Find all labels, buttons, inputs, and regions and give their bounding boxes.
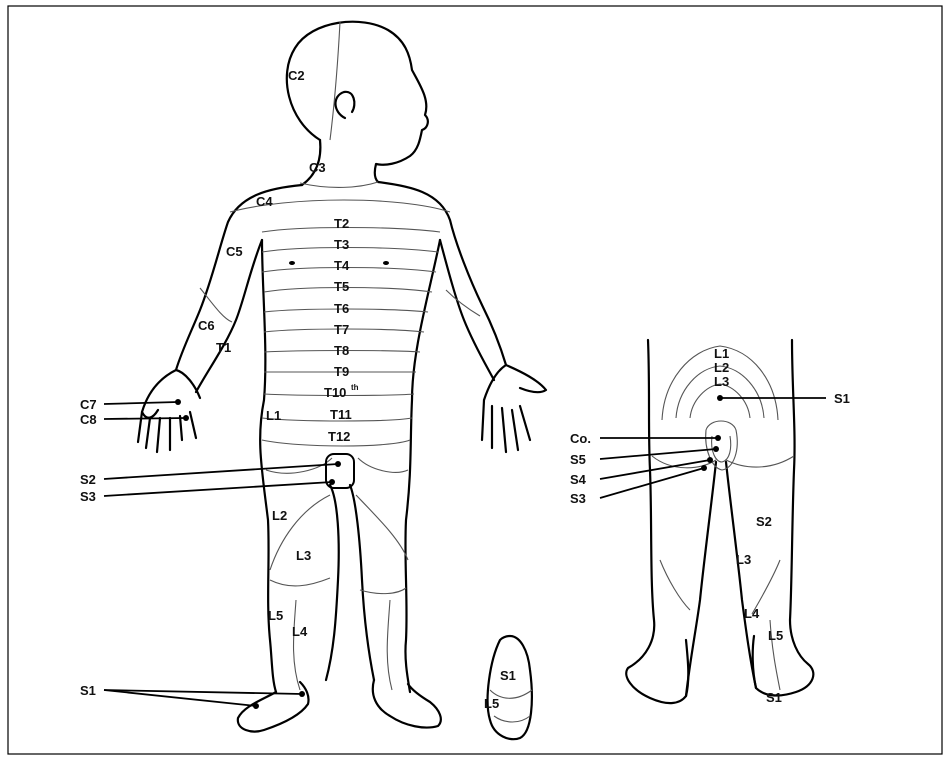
left-nipple — [289, 261, 295, 265]
callout-s3: S3 — [80, 489, 96, 504]
marker-co — [715, 435, 721, 441]
back-label-l3: L3 — [714, 374, 729, 389]
leader-s3 — [104, 482, 332, 496]
sole-label-l5: L5 — [484, 696, 499, 711]
back-callout-co: Co. — [570, 431, 591, 446]
label-t2: T2 — [334, 216, 349, 231]
marker-s5 — [713, 446, 719, 452]
callout-c8: C8 — [80, 412, 97, 427]
label-t12: T12 — [328, 429, 350, 444]
label-t3: T3 — [334, 237, 349, 252]
label-t10: T10 — [324, 385, 346, 400]
sole-label-s1: S1 — [500, 668, 516, 683]
sole-outline — [488, 636, 532, 739]
marker-back-s1 — [717, 395, 723, 401]
back-callout-s3: S3 — [570, 491, 586, 506]
callout-c7: C7 — [80, 397, 97, 412]
label-c2: C2 — [288, 68, 305, 83]
label-t10-superscript: th — [351, 383, 359, 392]
label-l4: L4 — [292, 624, 308, 639]
label-t6: T6 — [334, 301, 349, 316]
leader-s5 — [600, 449, 716, 459]
label-l1: L1 — [266, 408, 281, 423]
back-label-l5: L5 — [768, 628, 783, 643]
marker-c7 — [175, 399, 181, 405]
leader-c7 — [104, 402, 178, 404]
leader-s3-back — [600, 468, 704, 498]
back-callout-s4: S4 — [570, 472, 587, 487]
label-c5: C5 — [226, 244, 243, 259]
label-c6: C6 — [198, 318, 215, 333]
marker-s3 — [329, 479, 335, 485]
label-t5: T5 — [334, 279, 349, 294]
back-label-l1: L1 — [714, 346, 729, 361]
label-l2: L2 — [272, 508, 287, 523]
back-label-l2: L2 — [714, 360, 729, 375]
back-label-l3: L3 — [736, 552, 751, 567]
label-c3: C3 — [309, 160, 326, 175]
label-t9: T9 — [334, 364, 349, 379]
label-t8: T8 — [334, 343, 349, 358]
right-nipple — [383, 261, 389, 265]
leader-c8 — [104, 418, 186, 419]
back-label-s1-heel: S1 — [766, 690, 782, 705]
callout-s1: S1 — [80, 683, 96, 698]
back-label-l4: L4 — [744, 606, 760, 621]
marker-s1-b — [253, 703, 259, 709]
marker-s1-a — [299, 691, 305, 697]
back-callout-s5: S5 — [570, 452, 586, 467]
label-t4: T4 — [334, 258, 350, 273]
label-l5: L5 — [268, 608, 283, 623]
leader-s4 — [600, 460, 710, 479]
label-t1: T1 — [216, 340, 231, 355]
marker-s3-back — [701, 465, 707, 471]
label-t11: T11 — [330, 407, 352, 422]
label-c4: C4 — [256, 194, 273, 209]
marker-s4 — [707, 457, 713, 463]
marker-s2 — [335, 461, 341, 467]
callout-s2: S2 — [80, 472, 96, 487]
back-label-s2: S2 — [756, 514, 772, 529]
back-body-outline — [626, 340, 813, 703]
marker-c8 — [183, 415, 189, 421]
label-l3: L3 — [296, 548, 311, 563]
label-t7: T7 — [334, 322, 349, 337]
diagram-border — [8, 6, 942, 754]
back-callout-s1: S1 — [834, 391, 850, 406]
